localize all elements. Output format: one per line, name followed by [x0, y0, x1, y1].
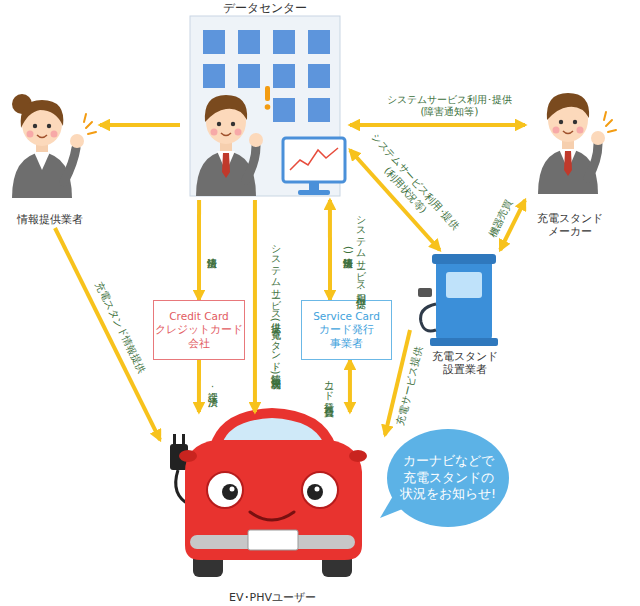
speech-bubble: カーナビなどで 充電スタンドの 状況をお知らせ!: [386, 428, 510, 528]
charging-station: [436, 258, 492, 342]
flow-label: システムサービス提供 (充電スタンド情報･利用状況等): [269, 238, 282, 375]
node-label: クレジットカード 会社: [155, 323, 243, 349]
flow-label: システムサービス利用･提供 (障害通知等): [375, 93, 525, 118]
ev-car: [315, 487, 320, 492]
ev-car: [302, 472, 338, 508]
flow-arrow: [197, 360, 201, 412]
charging-station: [418, 254, 498, 346]
woman-figure: [37, 135, 47, 138]
ev-car: [170, 408, 367, 577]
flow-arrow: [55, 228, 160, 440]
node-label: データセンター: [223, 1, 307, 15]
node-label: 充電スタンド メーカー: [534, 212, 606, 240]
data-center-building: [273, 30, 295, 54]
charging-station: [446, 272, 482, 298]
actor-node: 情報提供業者: [0, 88, 100, 228]
user-node: EV･PHVユーザー: [160, 412, 385, 606]
actor-node: 充電スタンド メーカー: [525, 88, 615, 240]
flow-label: システムサービス利用･提供 (決済情報等): [341, 208, 366, 292]
flow-arrow: [253, 200, 257, 412]
ev-car: [250, 512, 294, 520]
flow-label: 機器売買: [486, 198, 515, 239]
flow-arrow: [350, 123, 525, 127]
monitor: [298, 190, 330, 195]
ev-car: [179, 450, 197, 462]
monitor: [283, 138, 345, 195]
woman-figure: [84, 114, 96, 134]
flow-label: システムサービス利用･提供 (利用状況等): [350, 122, 469, 250]
monitor: [290, 148, 338, 170]
monitor: [309, 182, 319, 190]
data-center-building: [308, 30, 330, 54]
woman-figure: [64, 148, 76, 182]
woman-figure: [34, 152, 50, 170]
monitor: [283, 138, 345, 182]
woman-figure: [12, 94, 96, 198]
ev-car: [248, 530, 298, 550]
woman-figure: [47, 124, 51, 128]
data-center-building: [273, 98, 295, 122]
company-box: Credit Cardクレジットカード 会社: [153, 300, 245, 360]
node-label: 充電スタンド 設置業者: [429, 350, 501, 378]
flow-arrow: [328, 200, 332, 300]
data-center-building: [238, 64, 260, 88]
flow-label: 充電サービス提供: [394, 345, 425, 426]
maker-figure: [538, 93, 605, 194]
woman-figure: [21, 100, 64, 128]
flow-arrow: [197, 200, 201, 300]
node-label: EV･PHVユーザー: [229, 591, 316, 605]
ev-car: [182, 434, 185, 444]
woman-figure: [27, 131, 34, 138]
woman-figure: [51, 131, 58, 138]
station-node: 充電スタンド 設置業者: [410, 250, 520, 378]
woman-figure: [33, 124, 37, 128]
data-center-building: [308, 64, 330, 88]
ev-car: [185, 440, 362, 560]
flow-label: 充電スタンド情報提供: [92, 280, 148, 375]
data-center-building: [203, 30, 225, 54]
datacenter-node: データセンター: [180, 0, 350, 200]
node-label: Credit Card: [169, 310, 228, 323]
flow-arrow: [100, 123, 180, 127]
ev-car: [307, 484, 323, 500]
data-center-building: [238, 30, 260, 54]
ev-car: [173, 434, 176, 444]
data-center-building: [273, 64, 295, 88]
ok-marks: [604, 112, 616, 132]
ev-car: [207, 472, 243, 508]
node-label: Service Card: [313, 310, 380, 323]
woman-figure: [70, 134, 84, 148]
node-label: 情報提供業者: [17, 213, 83, 227]
ev-car: [349, 450, 367, 462]
node-label: カード発行 事業者: [317, 323, 377, 349]
flow-label: 課金･決済: [206, 384, 219, 389]
charging-station: [421, 304, 436, 331]
charging-station: [432, 254, 496, 264]
bubble-shape: [387, 429, 509, 527]
ok-marks: [604, 112, 616, 132]
exclamation-mark: [265, 104, 271, 110]
charging-station: [430, 338, 498, 346]
exclamation-mark: [265, 86, 271, 110]
ev-car: [222, 484, 238, 500]
data-center-building: [203, 64, 225, 88]
charging-station: [418, 288, 432, 297]
company-box: Service Cardカード発行 事業者: [301, 300, 392, 360]
operator-figure: [196, 95, 263, 196]
exclamation-mark: [265, 86, 270, 101]
flow-arrow: [348, 360, 352, 412]
flow-label: カード発行 会員費: [322, 373, 335, 398]
ev-car: [230, 487, 235, 492]
node-label: カーナビなどで 充電スタンドの 状況をお知らせ!: [400, 453, 496, 504]
data-center-building: [308, 98, 330, 122]
